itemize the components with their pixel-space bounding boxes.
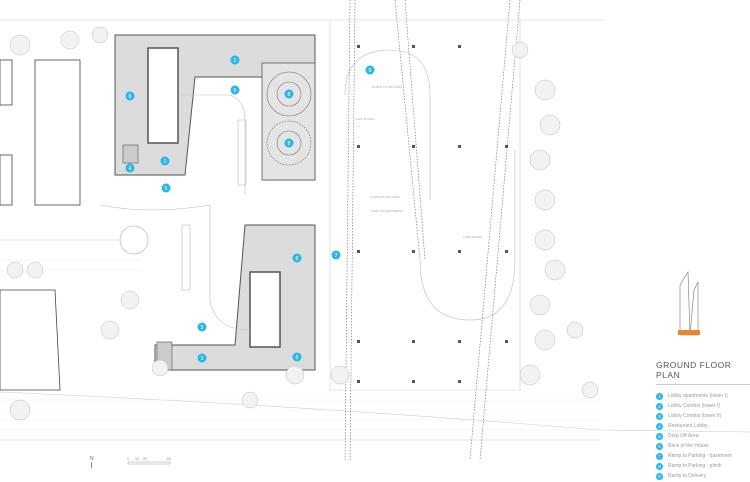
legend-item: 3 Lobby Condos (tower II)	[656, 411, 750, 421]
marker-8: 8	[284, 138, 294, 148]
legend: GROUND FLOOR PLAN 1 Lobby apartments (tow…	[656, 360, 750, 481]
legend-label: Ramp to Parking - plinth	[668, 463, 722, 469]
marker-8: 8	[284, 89, 294, 99]
svg-text:50: 50	[167, 457, 171, 461]
label-lane-delivery: LANE FOR DELIVERY	[370, 195, 401, 199]
legend-number-badge: 1	[656, 392, 663, 400]
svg-text:9: 9	[368, 68, 371, 74]
site-boundary	[0, 19, 750, 441]
roads	[99, 49, 516, 331]
legend-label: Lobby apartments (tower I)	[668, 393, 728, 399]
scale-bar: 0 10 20 50	[127, 457, 171, 465]
marker-5: 5	[197, 322, 207, 332]
label-lake-shore: LAKE SHORE	[355, 117, 374, 121]
marker-5: 5	[161, 183, 171, 193]
svg-text:4: 4	[128, 166, 131, 172]
legend-item: 7 Ramp to Parking - basement	[656, 451, 750, 461]
legend-item: 8 Ramp to Parking - plinth	[656, 461, 750, 471]
svg-text:3: 3	[200, 356, 203, 362]
tower-overhead-outline	[344, 0, 521, 461]
marker-4: 4	[125, 163, 135, 173]
legend-item: 5 Drop Off Area	[656, 431, 750, 441]
legend-number-badge: 7	[656, 452, 663, 460]
legend-label: Back of the House	[668, 443, 709, 449]
svg-text:8: 8	[287, 92, 290, 98]
legend-number-badge: 6	[656, 442, 663, 450]
marker-6: 6	[292, 352, 302, 362]
legend-item: 2 Lobby Condos (tower I)	[656, 401, 750, 411]
svg-text:5: 5	[200, 325, 203, 331]
svg-text:7: 7	[334, 253, 337, 259]
label-lake-shore-2: LAKE SHORE	[463, 235, 482, 239]
svg-text:6: 6	[295, 355, 298, 361]
legend-item: 6 Back of the House	[656, 441, 750, 451]
svg-text:5: 5	[164, 186, 167, 192]
svg-text:6: 6	[295, 256, 298, 262]
svg-text:2: 2	[233, 58, 236, 64]
legend-item: 4 Restaurant Lobby	[656, 421, 750, 431]
legend-label: Lobby Condos (tower II)	[668, 413, 722, 419]
legend-number-badge: 2	[656, 402, 663, 410]
svg-text:10: 10	[135, 457, 139, 461]
legend-number-badge: 4	[656, 422, 663, 430]
marker-2: 2	[230, 55, 240, 65]
legend-label: Ramp to Delivery	[668, 473, 707, 479]
tower-two	[154, 224, 316, 371]
svg-text:20: 20	[143, 457, 147, 461]
svg-text:8: 8	[287, 141, 290, 147]
svg-text:0: 0	[127, 457, 129, 461]
key-elevation-icon	[678, 270, 700, 336]
marker-1: 1	[160, 156, 170, 166]
marker-6: 6	[292, 253, 302, 263]
neighbor-buildings	[0, 59, 81, 391]
legend-label: Lobby Condos (tower I)	[668, 403, 720, 409]
legend-label: Ramp to Parking - basement	[668, 453, 732, 459]
marker-9: 9	[365, 65, 375, 75]
legend-item: 9 Ramp to Delivery	[656, 471, 750, 481]
legend-label: Drop Off Area	[668, 433, 699, 439]
legend-item: 1 Lobby apartments (tower I)	[656, 391, 750, 401]
legend-number-badge: 3	[656, 412, 663, 420]
plaza-grid	[0, 259, 600, 431]
trees	[6, 26, 599, 421]
plan-title: GROUND FLOOR PLAN	[656, 360, 750, 385]
svg-text:5: 5	[233, 88, 236, 94]
tower-one	[114, 34, 316, 181]
legend-number-badge: 5	[656, 432, 663, 440]
north-arrow: N	[90, 456, 94, 468]
legend-number-badge: 8	[656, 462, 663, 470]
structural-columns	[357, 45, 508, 383]
marker-7: 7	[331, 250, 341, 260]
marker-5: 5	[230, 85, 240, 95]
marker-3: 3	[197, 353, 207, 363]
legend-number-badge: 9	[656, 472, 663, 480]
svg-text:1: 1	[163, 159, 166, 165]
svg-text:6: 6	[128, 94, 131, 100]
label-lane-residents: LANE FOR RESIDENTS	[370, 209, 403, 213]
svg-text:N: N	[90, 456, 94, 462]
legend-label: Restaurant Lobby	[668, 423, 708, 429]
label-down-to-delivery: DOWN TO DELIVERY	[372, 85, 403, 89]
marker-6: 6	[125, 91, 135, 101]
